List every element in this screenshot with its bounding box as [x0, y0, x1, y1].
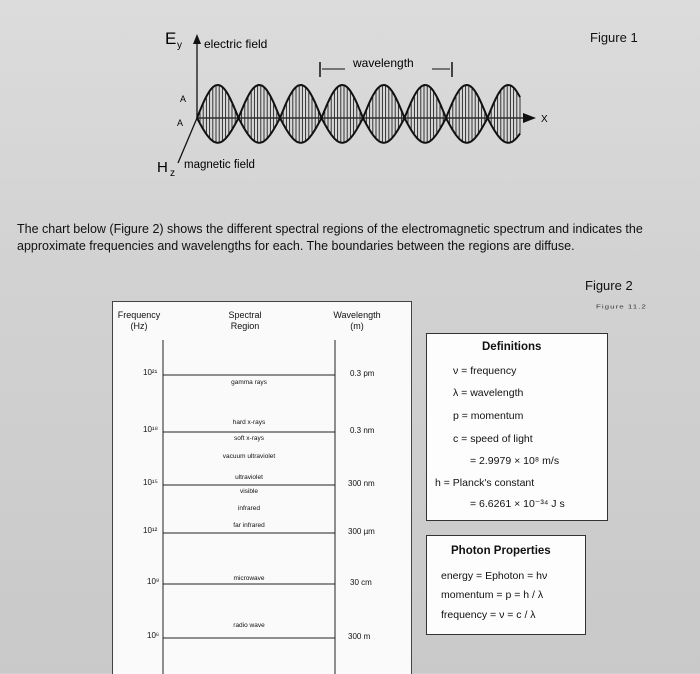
definition-line: λ = wavelength — [453, 387, 524, 399]
spectrum-lines — [162, 340, 336, 674]
region-label: radio wave — [233, 622, 265, 629]
photon-line: energy = Ephoton = hν — [441, 570, 548, 582]
header-wavelength: Wavelength (m) — [324, 310, 390, 332]
definition-line: h = Planck's constant — [435, 477, 535, 489]
region-label: microwave — [233, 575, 265, 582]
h-axis-sub: z — [170, 168, 175, 179]
wavelength-tick: 300 m — [348, 632, 371, 641]
e-axis-label: electric field — [204, 37, 267, 51]
header-wavelength-unit: (m) — [350, 321, 364, 331]
header-region: Spectral Region — [215, 310, 275, 332]
region-label: soft x-rays — [234, 435, 264, 442]
figure1-title: Figure 1 — [590, 30, 638, 45]
e-axis-sub: y — [177, 40, 182, 51]
definition-line: ν = frequency — [453, 365, 517, 377]
definition-line: = 2.9979 × 10⁸ m/s — [470, 455, 560, 467]
freq-tick: 10⁹ — [147, 577, 160, 586]
definition-line: c = speed of light — [453, 433, 533, 445]
electric-wave-outline — [196, 83, 521, 121]
description-paragraph: The chart below (Figure 2) shows the dif… — [17, 222, 643, 253]
freq-tick: 10²¹ — [143, 368, 158, 377]
wavelength-tick: 0.3 pm — [350, 369, 375, 378]
h-axis-letter: H — [157, 159, 168, 176]
header-region-text: Spectral — [228, 310, 262, 320]
x-axis-arrow — [523, 113, 536, 123]
freq-tick: 10¹² — [143, 526, 158, 535]
e-axis-arrow — [193, 34, 201, 44]
region-label: ultraviolet — [235, 474, 263, 481]
wavelength-tick: 300 nm — [348, 479, 375, 488]
region-label: gamma rays — [231, 379, 267, 386]
amplitude-label-top: A — [180, 94, 186, 104]
region-label: visible — [239, 488, 259, 495]
header-frequency-text: Frequency — [117, 310, 161, 320]
region-label: far infrared — [233, 522, 265, 529]
header-wavelength-text: Wavelength — [333, 310, 381, 320]
header-frequency: Frequency (Hz) — [115, 310, 163, 332]
photon-line: frequency = ν = c / λ — [441, 609, 536, 621]
region-label: infrared — [237, 505, 261, 512]
magnetic-wave-outline — [196, 115, 521, 144]
freq-tick: 10⁶ — [147, 631, 160, 640]
spectrum-chart: Frequency (Hz) Spectral Region Wavelengt… — [112, 301, 412, 674]
x-axis-label: X — [541, 114, 548, 125]
h-axis-line — [177, 117, 198, 164]
header-region-text2: Region — [230, 321, 260, 331]
h-axis-label: magnetic field — [184, 159, 255, 171]
e-axis-letter: E — [165, 29, 176, 48]
figure2-title: Figure 2 — [585, 278, 633, 293]
photon-line: momentum = p = h / λ — [441, 589, 544, 601]
definition-line: p = momentum — [453, 410, 524, 422]
wavelength-tick: 300 µm — [348, 527, 375, 536]
figure2-subtitle: Figure 11.2 — [596, 303, 647, 310]
photon-title: Photon Properties — [451, 545, 551, 557]
definitions-box: Definitions ν = frequency λ = wavelength… — [426, 333, 608, 521]
photon-properties-box: Photon Properties energy = Ephoton = hν … — [426, 535, 586, 635]
wavelength-label: wavelength — [352, 56, 414, 70]
region-label: hard x-rays — [232, 419, 266, 426]
definitions-title: Definitions — [482, 341, 542, 353]
definition-line: = 6.6261 × 10⁻³⁴ J s — [470, 498, 565, 510]
region-label: vacuum ultraviolet — [222, 453, 276, 460]
header-frequency-unit: (Hz) — [130, 321, 148, 331]
amplitude-label-bottom: A — [177, 118, 183, 128]
freq-tick: 10¹⁵ — [143, 478, 158, 487]
wave-diagram: E y electric field H z magnetic field X … — [157, 29, 548, 179]
wave-hatching — [196, 83, 521, 144]
wavelength-tick: 30 cm — [350, 578, 372, 587]
wavelength-tick: 0.3 nm — [350, 426, 375, 435]
freq-tick: 10¹⁸ — [143, 425, 158, 434]
